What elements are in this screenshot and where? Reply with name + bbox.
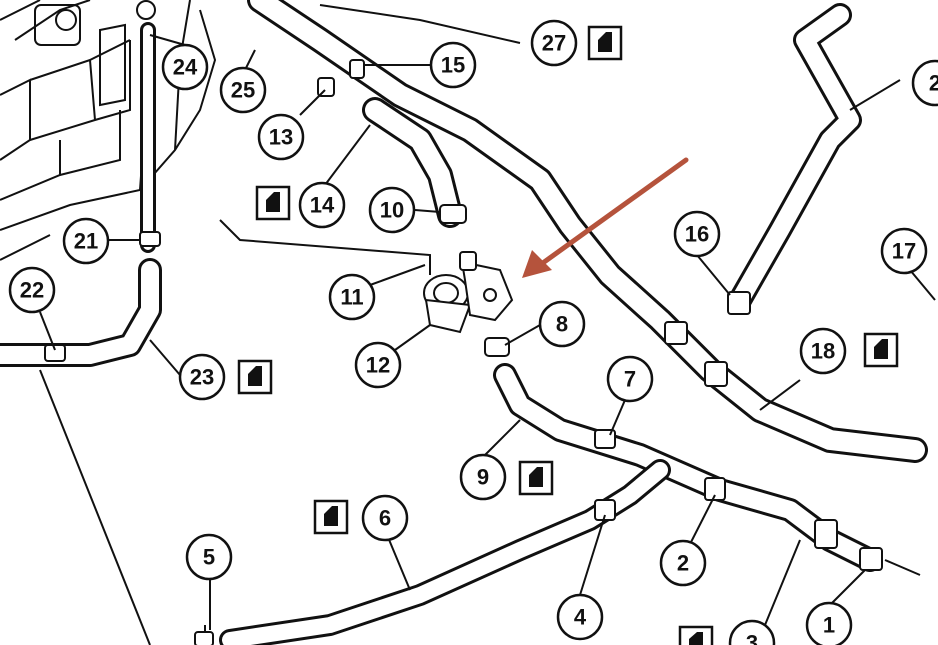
- svg-text:1: 1: [823, 613, 835, 638]
- callout-13: 13: [257, 113, 305, 161]
- callout-22: 22: [8, 266, 56, 314]
- callout-24: 24: [161, 43, 209, 91]
- clamps: [44, 59, 883, 645]
- callout-27: 27: [530, 19, 578, 67]
- svg-text:16: 16: [685, 222, 709, 247]
- callout-3: 3: [728, 619, 776, 645]
- callout-7: 7: [606, 355, 654, 403]
- manual-reference-icons: [237, 25, 899, 645]
- svg-text:3: 3: [746, 631, 758, 645]
- service-manual-icon: [587, 25, 623, 61]
- callout-1: 1: [805, 601, 853, 645]
- svg-text:5: 5: [203, 545, 215, 570]
- service-manual-icon: [518, 460, 554, 496]
- svg-text:10: 10: [380, 198, 404, 223]
- callout-2: 2: [659, 539, 707, 587]
- svg-text:23: 23: [190, 365, 214, 390]
- callout-21: 21: [62, 217, 110, 265]
- svg-text:6: 6: [379, 506, 391, 531]
- svg-text:17: 17: [892, 239, 916, 264]
- svg-text:2: 2: [677, 551, 689, 576]
- svg-text:12: 12: [366, 353, 390, 378]
- service-manual-icon: [313, 499, 349, 535]
- svg-text:4: 4: [574, 605, 587, 630]
- svg-text:13: 13: [269, 125, 293, 150]
- valve-assembly: [423, 251, 514, 334]
- callout-17: 17: [880, 227, 928, 275]
- service-manual-icon: [863, 332, 899, 368]
- svg-text:21: 21: [74, 229, 98, 254]
- svg-text:8: 8: [556, 312, 568, 337]
- svg-text:22: 22: [20, 278, 44, 303]
- callout-15: 15: [429, 41, 477, 89]
- svg-text:27: 27: [542, 31, 566, 56]
- callout-18: 18: [799, 327, 847, 375]
- svg-text:7: 7: [624, 367, 636, 392]
- callout-23: 23: [178, 353, 226, 401]
- svg-text:9: 9: [477, 465, 489, 490]
- svg-text:11: 11: [340, 285, 363, 310]
- engine-block: [0, 0, 217, 261]
- svg-text:14: 14: [310, 193, 335, 218]
- callout-4: 4: [556, 593, 604, 641]
- callouts: 27 15 24 25 13 14 10 21 22 11 12 23 8 16…: [8, 19, 938, 645]
- service-manual-icon: [255, 185, 291, 221]
- svg-text:25: 25: [231, 78, 255, 103]
- callout-16: 16: [673, 210, 721, 258]
- callout-25: 25: [219, 66, 267, 114]
- svg-text:2: 2: [929, 71, 938, 96]
- callout-8: 8: [538, 300, 586, 348]
- callout-5: 5: [185, 533, 233, 581]
- service-manual-icon: [237, 359, 273, 395]
- service-manual-icon: [678, 625, 714, 645]
- callout-10: 10: [368, 186, 416, 234]
- callout-6: 6: [361, 494, 409, 542]
- callout-12: 12: [354, 341, 402, 389]
- svg-text:15: 15: [441, 53, 465, 78]
- svg-text:24: 24: [173, 55, 198, 80]
- callout-2-top-right: 2: [911, 59, 938, 107]
- svg-text:18: 18: [811, 339, 835, 364]
- callout-11: 11: [328, 273, 376, 321]
- callout-14: 14: [298, 181, 346, 229]
- callout-9: 9: [459, 453, 507, 501]
- red-pointer-arrow: [522, 157, 689, 278]
